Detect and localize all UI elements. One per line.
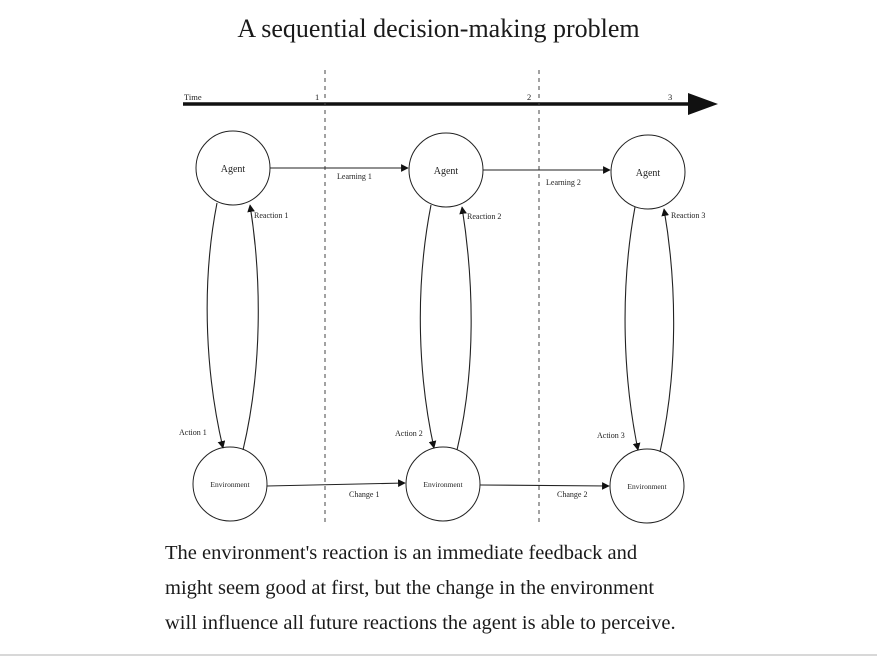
reaction-edge-1 <box>242 204 259 451</box>
caption-line-3: will influence all future reactions the … <box>165 612 676 634</box>
action-label-3: Action 3 <box>597 431 625 440</box>
reaction-edge-2 <box>456 206 472 451</box>
action-label-1: Action 1 <box>179 428 207 437</box>
change-edge-2 <box>479 482 610 490</box>
environment-label-1: Environment <box>210 480 250 489</box>
environment-label-3: Environment <box>627 482 667 491</box>
agent-node-3 <box>610 134 686 210</box>
environment-node-2 <box>405 446 481 522</box>
change-label-2: Change 2 <box>557 490 587 499</box>
action-edge-1 <box>206 202 226 449</box>
sequential-decision-diagram: Time 1 2 3 Agent Agent Agent Environment… <box>179 70 718 524</box>
caption-line-2: might seem good at first, but the change… <box>165 577 655 599</box>
environment-node-1 <box>192 446 268 522</box>
learning-label-1: Learning 1 <box>337 172 372 181</box>
agent-label-2: Agent <box>434 166 459 177</box>
caption-line-1: The environment's reaction is an immedia… <box>165 542 638 564</box>
agent-label-1: Agent <box>221 164 246 175</box>
time-tick-2: 2 <box>527 92 531 102</box>
reaction-label-2: Reaction 2 <box>467 212 501 221</box>
diagram-title: A sequential decision-making problem <box>237 14 640 43</box>
reaction-edge-3 <box>659 208 675 453</box>
action-label-2: Action 2 <box>395 429 423 438</box>
time-tick-1: 1 <box>315 92 319 102</box>
environment-label-2: Environment <box>423 480 463 489</box>
reaction-label-3: Reaction 3 <box>671 211 705 220</box>
time-axis-arrowhead <box>688 93 718 115</box>
change-edge-1 <box>266 479 406 487</box>
caption: The environment's reaction is an immedia… <box>165 536 845 641</box>
action-edge-3 <box>624 206 641 451</box>
learning-label-2: Learning 2 <box>546 178 581 187</box>
time-tick-3: 3 <box>668 92 672 102</box>
action-edge-2 <box>419 204 437 449</box>
environment-node-3 <box>609 448 685 524</box>
bottom-divider <box>0 654 877 656</box>
time-label: Time <box>184 92 202 102</box>
reaction-label-1: Reaction 1 <box>254 211 288 220</box>
agent-label-3: Agent <box>636 168 661 179</box>
change-label-1: Change 1 <box>349 490 379 499</box>
